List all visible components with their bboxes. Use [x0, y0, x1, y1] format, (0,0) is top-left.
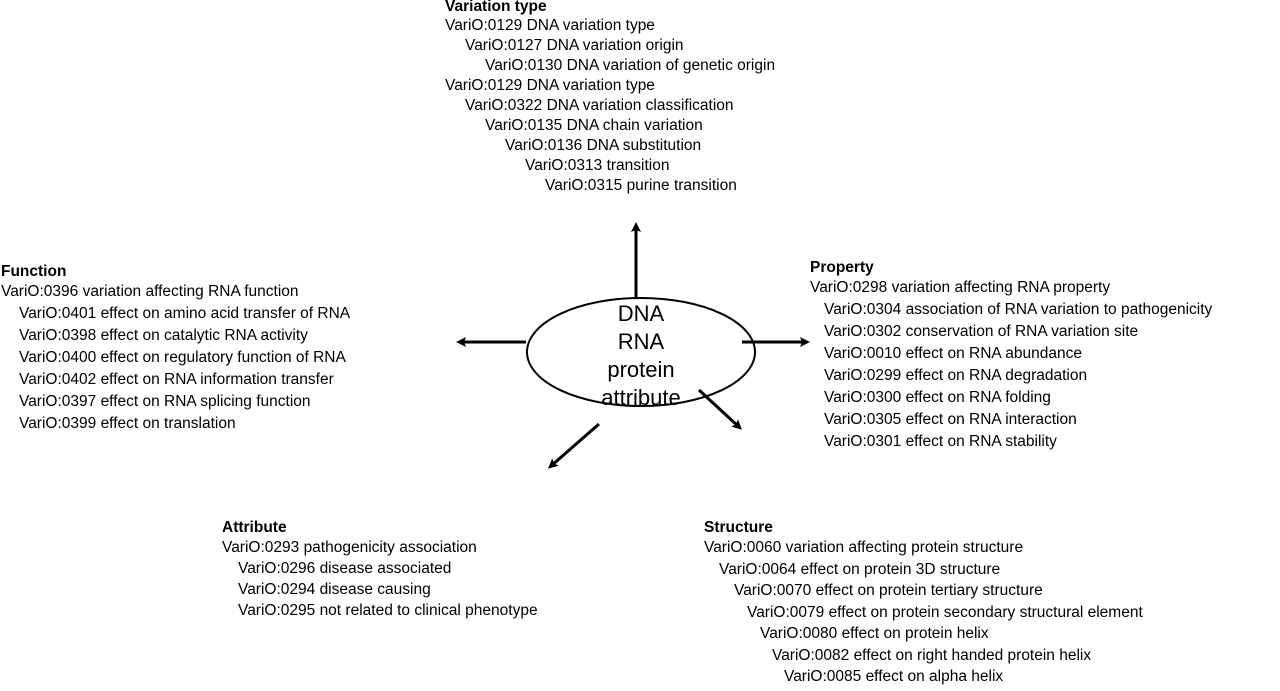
center-label-dna: DNA [617, 301, 665, 326]
attribute-heading: Attribute [222, 519, 287, 536]
center-label-protein: protein [607, 357, 675, 382]
variation-type-item: VariO:0322 DNA variation classification [465, 97, 734, 114]
property-item: VariO:0298 variation affecting RNA prope… [810, 279, 1111, 296]
variation-type-block: Variation type VariO:0129 DNA variation … [445, 0, 775, 196]
structure-item: VariO:0064 effect on protein 3D structur… [719, 560, 1001, 578]
function-item: VariO:0397 effect on RNA splicing functi… [19, 393, 311, 410]
structure-block: Structure VariO:0060 variation affecting… [704, 518, 1143, 688]
structure-item: VariO:0082 effect on right handed protei… [772, 646, 1092, 664]
structure-item: VariO:0080 effect on protein helix [760, 625, 989, 642]
attribute-block: Attribute VariO:0293 pathogenicity assoc… [222, 518, 538, 621]
function-item: VariO:0400 effect on regulatory function… [19, 349, 346, 366]
property-heading: Property [810, 259, 874, 276]
center-ellipse [526, 297, 756, 407]
attribute-item: VariO:0294 disease causing [238, 581, 431, 598]
property-item: VariO:0010 effect on RNA abundance [824, 345, 1082, 362]
function-heading: Function [1, 263, 67, 280]
property-item: VariO:0304 association of RNA variation … [824, 301, 1213, 318]
function-item: VariO:0399 effect on translation [19, 415, 236, 432]
variation-type-item: VariO:0129 DNA variation type [445, 17, 655, 34]
variation-type-item: VariO:0313 transition [525, 157, 670, 174]
attribute-item: VariO:0296 disease associated [238, 560, 452, 577]
variation-type-item: VariO:0136 DNA substitution [505, 137, 702, 154]
structure-item: VariO:0070 effect on protein tertiary st… [734, 582, 1043, 599]
center-label-rna: RNA [617, 329, 665, 354]
property-item: VariO:0299 effect on RNA degradation [824, 367, 1088, 384]
variation-type-item: VariO:0135 DNA chain variation [485, 117, 703, 134]
arrow-to-structure [697, 388, 742, 430]
property-item: VariO:0302 conservation of RNA variation… [824, 323, 1139, 340]
property-item: VariO:0300 effect on RNA folding [824, 389, 1051, 406]
variation-type-item: VariO:0315 purine transition [545, 177, 737, 194]
function-item: VariO:0396 variation affecting RNA funct… [1, 283, 299, 300]
structure-heading: Structure [704, 519, 773, 536]
variation-type-item: VariO:0130 DNA variation of genetic orig… [485, 57, 776, 74]
variation-type-item: VariO:0127 DNA variation origin [465, 37, 684, 54]
function-block: Function VariO:0396 variation affecting … [1, 262, 350, 435]
variation-type-item: VariO:0129 DNA variation type [445, 77, 655, 94]
property-block: Property VariO:0298 variation affecting … [810, 258, 1212, 453]
attribute-item: VariO:0295 not related to clinical pheno… [238, 602, 538, 619]
variation-type-heading: Variation type [445, 0, 547, 15]
structure-item: VariO:0060 variation affecting protein s… [704, 539, 1024, 556]
function-item: VariO:0398 effect on catalytic RNA activ… [19, 327, 308, 344]
function-item: VariO:0402 effect on RNA information tra… [19, 371, 334, 388]
property-item: VariO:0301 effect on RNA stability [824, 433, 1057, 450]
structure-item: VariO:0085 effect on alpha helix [784, 668, 1004, 685]
function-item: VariO:0401 effect on amino acid transfer… [19, 305, 351, 322]
property-item: VariO:0305 effect on RNA interaction [824, 411, 1077, 428]
attribute-item: VariO:0293 pathogenicity association [222, 539, 477, 556]
structure-item: VariO:0079 effect on protein secondary s… [747, 603, 1143, 621]
arrow-to-attribute [547, 422, 600, 469]
center-label-attribute: attribute [601, 385, 681, 410]
